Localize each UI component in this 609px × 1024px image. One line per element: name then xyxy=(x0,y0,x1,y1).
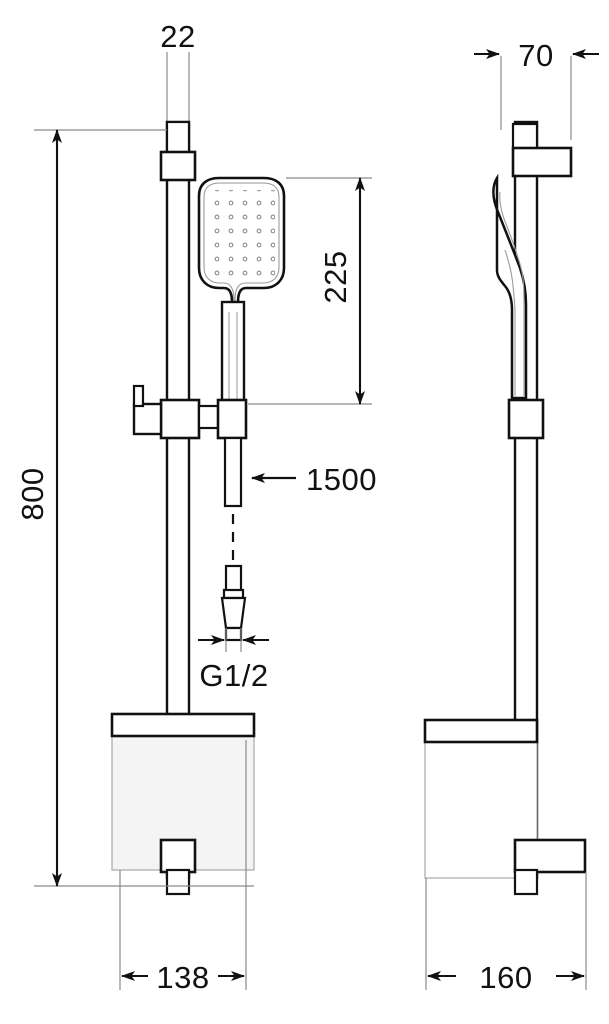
shower-head-nozzle-field xyxy=(208,190,275,278)
side-hand-shower xyxy=(492,173,528,400)
side-depth-dimension: 160 xyxy=(425,872,587,995)
handle-tube xyxy=(220,300,246,408)
side-top-bracket-plate xyxy=(511,146,573,178)
side-bottom-bracket-plate xyxy=(513,838,587,874)
front-view: 22 xyxy=(15,19,377,995)
top-bracket-collar xyxy=(165,120,191,156)
side-projection-dimension: 70 xyxy=(474,38,599,140)
dimension-label-side-depth: 160 xyxy=(479,960,532,995)
hand-shower-handle xyxy=(220,300,246,408)
dimension-label-front-depth: 138 xyxy=(156,960,209,995)
dimension-label-overall-height: 800 xyxy=(15,467,50,520)
side-handset-outline xyxy=(492,173,528,400)
dimension-label-hose-length: 1500 xyxy=(306,462,377,497)
hose-thread-end xyxy=(224,626,243,642)
slider-body xyxy=(159,398,201,440)
side-top-wall-bracket xyxy=(511,122,573,178)
bottom-bracket-collar xyxy=(165,868,191,896)
side-handset-inner-line-2 xyxy=(504,249,516,396)
top-wall-bracket xyxy=(159,120,197,182)
dimension-label-handset-length: 225 xyxy=(318,250,353,303)
hand-shower-head xyxy=(197,176,286,312)
side-top-bracket-collar xyxy=(511,122,539,152)
hose-upper-segment xyxy=(223,436,243,508)
slider-lever-handle xyxy=(132,384,145,408)
side-handset-inner-line-1 xyxy=(499,191,525,396)
rail-slider-holder xyxy=(132,384,248,440)
side-bottom-wall-bracket xyxy=(513,838,587,896)
bottom-bracket-body xyxy=(159,838,197,874)
front-depth-dimension: 138 xyxy=(119,740,247,995)
side-soap-dish-shelf-bar xyxy=(423,718,539,744)
hose-nut-shoulder xyxy=(222,588,245,600)
soap-dish-shelf-bar xyxy=(110,712,256,738)
overall-height-dimension: 800 xyxy=(15,129,254,887)
side-rail-slider-holder xyxy=(507,398,545,440)
hose-lower-segment xyxy=(224,564,243,594)
side-view: 70 xyxy=(423,38,599,995)
hose-cone-connector xyxy=(220,596,247,630)
thread-dimension: G1/2 xyxy=(198,628,269,693)
shower-hose xyxy=(220,436,247,642)
dimension-label-thread: G1/2 xyxy=(199,658,268,693)
side-bottom-bracket-collar xyxy=(513,868,539,896)
handset-length-dimension: 225 xyxy=(248,177,372,405)
slider-lever-base xyxy=(132,402,163,436)
side-slider-body xyxy=(507,398,545,440)
handset-cradle xyxy=(216,398,248,440)
dimension-label-side-projection: 70 xyxy=(518,38,553,73)
top-bracket-body xyxy=(159,150,197,182)
bottom-wall-bracket xyxy=(159,838,197,896)
dimension-label-rail-diameter: 22 xyxy=(160,19,195,54)
rail-diameter-dimension: 22 xyxy=(160,19,195,150)
hose-length-dimension: 1500 xyxy=(251,462,377,497)
